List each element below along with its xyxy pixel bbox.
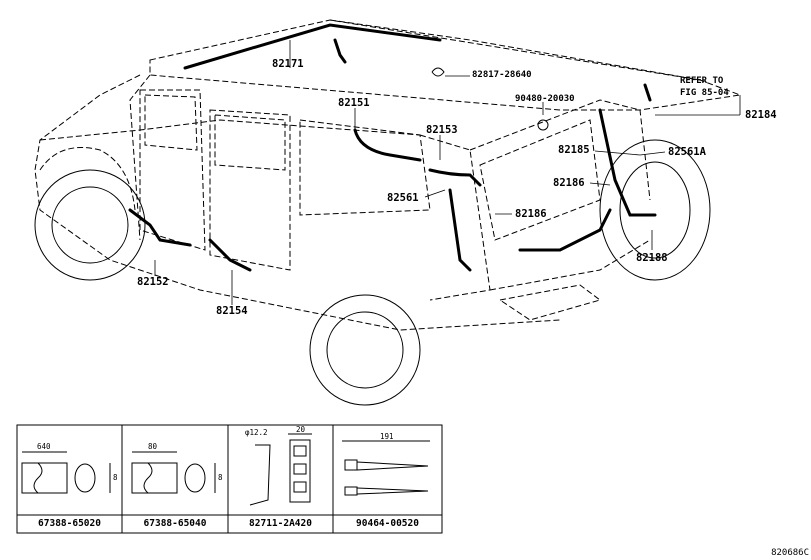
refer-to-label: REFER TO bbox=[680, 76, 724, 86]
part-label-82186-upper: 82186 bbox=[553, 177, 585, 189]
dim-top-2: 80 bbox=[148, 442, 158, 451]
part-label-82561: 82561 bbox=[387, 192, 419, 204]
part-label-82186-lower: 82186 bbox=[515, 208, 547, 220]
table-part-82711-2A420: 82711-2A420 bbox=[249, 518, 312, 529]
dim-side-1: 8 bbox=[113, 473, 118, 482]
leader-lines bbox=[154, 40, 741, 305]
wheels bbox=[34, 139, 711, 406]
harnesses bbox=[128, 23, 657, 272]
part-label-90480-20030: 90480-20030 bbox=[515, 94, 575, 104]
part-label-82185: 82185 bbox=[558, 144, 590, 156]
table-part-67388-65040: 67388-65040 bbox=[143, 518, 207, 529]
dim-top-4: 191 bbox=[380, 432, 394, 441]
parts-table bbox=[16, 424, 443, 534]
part-label-82152: 82152 bbox=[137, 276, 169, 288]
dim-side-2: 8 bbox=[218, 473, 223, 482]
dim-top-3: φ12.2 bbox=[245, 428, 268, 437]
dim-top2-3: 20 bbox=[296, 425, 306, 434]
part-label-82561A: 82561A bbox=[668, 146, 706, 158]
part-label-82184: 82184 bbox=[745, 109, 777, 121]
figure-id: 820686C bbox=[771, 548, 809, 558]
table-part-67388-65020: 67388-65020 bbox=[38, 518, 101, 529]
vehicle-outline bbox=[34, 19, 742, 331]
part-label-82151: 82151 bbox=[338, 97, 370, 109]
fig-reference-label: FIG 85-04 bbox=[680, 88, 729, 98]
table-part-90464-00520: 90464-00520 bbox=[356, 518, 419, 529]
part-label-82188: 82188 bbox=[636, 252, 668, 264]
part-label-82153: 82153 bbox=[426, 124, 458, 136]
part-label-82154: 82154 bbox=[216, 305, 248, 317]
part-label-82817-28640: 82817-28640 bbox=[472, 70, 532, 80]
dim-top-1: 640 bbox=[37, 442, 51, 451]
clip-icon bbox=[431, 67, 445, 77]
part-label-82171: 82171 bbox=[272, 58, 304, 70]
grommet-icon bbox=[537, 119, 549, 131]
